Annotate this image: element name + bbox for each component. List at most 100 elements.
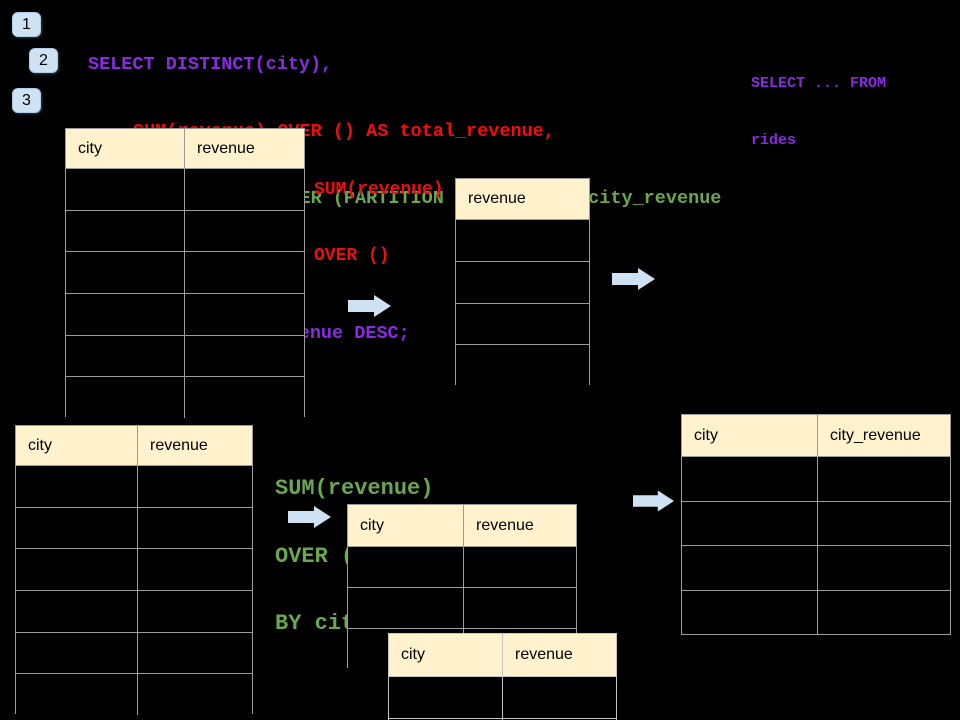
step-badge-1: 1 <box>12 12 41 37</box>
table-source-top: city revenue <box>65 128 305 418</box>
table-cell <box>138 632 252 674</box>
table-cell <box>138 674 252 715</box>
table-cell <box>682 501 818 545</box>
table-header-row: city revenue <box>66 129 304 168</box>
table-cell <box>348 547 464 587</box>
table-cell <box>456 261 589 303</box>
table-cell <box>185 210 304 252</box>
side-note: SELECT ... FROM rides <box>751 36 886 188</box>
table-row <box>16 548 252 590</box>
table-row <box>16 589 252 632</box>
table-row <box>66 209 304 252</box>
header-cell-city: city <box>348 505 464 546</box>
table-cell <box>66 210 185 252</box>
header-cell-revenue: revenue <box>150 436 208 454</box>
arrow-right-icon <box>348 295 391 317</box>
label-total-line2: OVER () <box>314 246 390 266</box>
table-row <box>348 546 576 587</box>
table-row <box>682 456 950 501</box>
table-cell <box>503 677 616 718</box>
table-total-result: revenue <box>455 178 590 386</box>
table-partition-front: city revenue <box>388 633 617 720</box>
header-cell-city: city <box>389 634 503 676</box>
table-cell <box>66 335 185 377</box>
table-row <box>682 500 950 545</box>
label-total-line1: SUM(revenue) <box>314 180 444 200</box>
table-cell <box>456 303 589 345</box>
table-cell <box>16 632 138 674</box>
table-final-result: city city_revenue <box>681 414 951 635</box>
table-header-row: city revenue <box>16 426 252 465</box>
table-cell <box>348 588 464 628</box>
table-row <box>389 676 616 718</box>
table-cell <box>138 549 252 590</box>
table-cell <box>185 377 304 418</box>
table-cell <box>16 466 138 507</box>
table-cell <box>16 674 138 715</box>
table-row <box>682 545 950 590</box>
table-row <box>66 251 304 293</box>
table-cell <box>185 169 304 210</box>
table-row <box>456 344 589 386</box>
table-cell <box>389 677 503 718</box>
table-cell <box>16 549 138 590</box>
label-total-revenue: SUM(revenue) OVER () <box>314 135 444 311</box>
table-cell <box>138 507 252 549</box>
table-row <box>348 587 576 628</box>
header-cell-revenue: revenue <box>468 190 526 207</box>
header-cell-city: city <box>66 129 185 168</box>
table-cell <box>682 590 818 634</box>
side-note-line1: SELECT ... FROM <box>751 75 887 92</box>
table-cell <box>16 507 138 549</box>
table-row <box>16 506 252 549</box>
table-cell <box>464 547 576 587</box>
step-badge-3: 3 <box>12 88 41 113</box>
side-note-line2: rides <box>751 132 797 149</box>
header-cell-revenue: revenue <box>476 516 534 534</box>
label-partition-line1: SUM(revenue) <box>275 476 434 501</box>
table-header-row: city revenue <box>348 505 576 546</box>
arrow-right-icon <box>288 506 331 528</box>
table-cell <box>66 169 185 210</box>
table-cell <box>16 590 138 632</box>
table-cell <box>682 457 818 501</box>
table-cell <box>185 252 304 293</box>
arrow-right-icon <box>633 490 675 512</box>
table-cell <box>66 252 185 293</box>
table-cell <box>818 501 950 545</box>
table-row <box>66 376 304 418</box>
table-cell <box>818 546 950 590</box>
table-cell <box>66 377 185 418</box>
table-row <box>16 465 252 507</box>
table-header-row: revenue <box>456 179 589 219</box>
table-cell <box>138 466 252 507</box>
table-cell <box>456 220 589 261</box>
table-source-bottom: city revenue <box>15 425 253 715</box>
table-cell <box>138 590 252 632</box>
sql-line-select: SELECT DISTINCT(city), <box>88 53 333 75</box>
table-row <box>16 673 252 715</box>
header-cell-city: city <box>682 415 818 456</box>
header-cell-city: city <box>16 426 138 465</box>
header-cell-revenue: revenue <box>515 646 573 663</box>
table-row <box>66 292 304 335</box>
table-cell <box>185 293 304 335</box>
header-cell-city-revenue: city_revenue <box>830 426 921 444</box>
table-header-row: city city_revenue <box>682 415 950 456</box>
table-row <box>16 631 252 674</box>
step-badge-2: 2 <box>29 48 58 73</box>
table-cell <box>818 590 950 634</box>
table-row <box>456 219 589 261</box>
table-cell <box>456 345 589 386</box>
table-cell <box>464 588 576 628</box>
table-row <box>66 168 304 210</box>
table-cell <box>185 335 304 377</box>
table-row <box>456 260 589 303</box>
table-header-row: city revenue <box>389 634 616 676</box>
table-cell <box>66 293 185 335</box>
table-row <box>66 334 304 377</box>
header-cell-revenue: revenue <box>197 139 255 157</box>
table-cell <box>682 546 818 590</box>
table-row <box>456 302 589 345</box>
